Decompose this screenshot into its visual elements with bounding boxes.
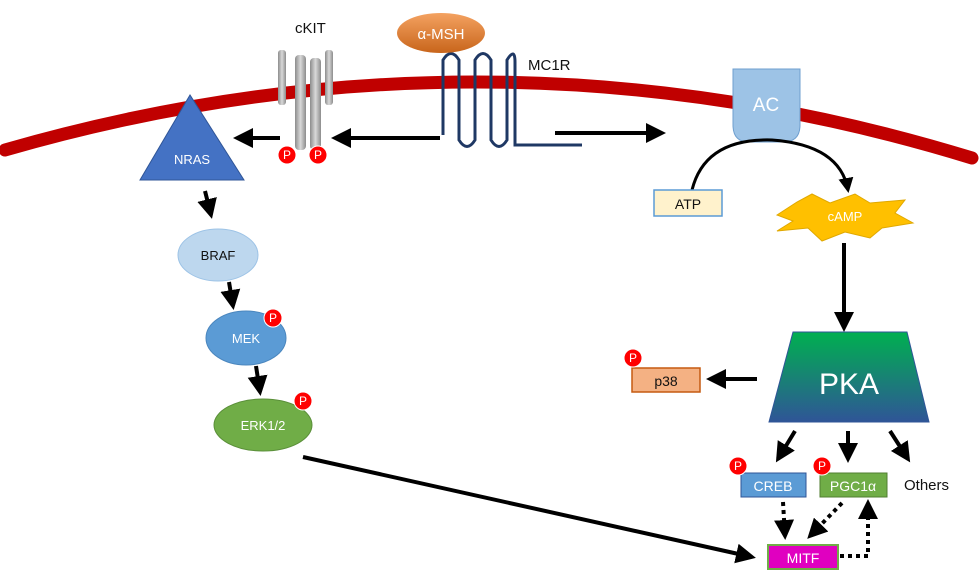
svg-text:BRAF: BRAF — [201, 248, 236, 263]
p38-phospho-badge: P — [623, 348, 643, 368]
svg-text:P: P — [818, 459, 826, 473]
dashed-arrow-creb-to-mitf — [774, 501, 795, 540]
svg-text:ERK1/2: ERK1/2 — [241, 418, 286, 433]
arrow-braf-to-mek — [220, 281, 241, 310]
arrow-mek-to-erk — [247, 365, 268, 396]
atp-node: ATP — [653, 189, 723, 217]
svg-text:P: P — [283, 148, 291, 162]
arrow-nras-to-braf — [197, 190, 217, 219]
mek-node: MEK — [205, 310, 287, 366]
ckit-label: cKIT — [295, 20, 326, 37]
mc1r-label: MC1R — [528, 57, 571, 74]
svg-text:P: P — [314, 148, 322, 162]
creb-phospho-badge: P — [728, 456, 748, 476]
mek-phospho-badge: P — [263, 308, 283, 328]
erk-node: ERK1/2 — [213, 398, 313, 452]
svg-text:PGC1α: PGC1α — [830, 478, 876, 494]
mc1r-receptor — [441, 52, 582, 148]
others-label: Others — [904, 477, 949, 494]
svg-text:PKA: PKA — [819, 368, 879, 401]
svg-text:p38: p38 — [654, 373, 678, 389]
ac-node: AC — [732, 68, 801, 143]
arrow-pka-to-others — [888, 429, 911, 463]
svg-text:α-MSH: α-MSH — [418, 26, 465, 43]
svg-text:P: P — [269, 311, 277, 325]
pka-node: PKA — [768, 331, 930, 423]
svg-text:ATP: ATP — [675, 196, 701, 212]
camp-node: cAMP — [775, 193, 915, 242]
creb-node: CREB — [740, 472, 807, 498]
pgc1a-node: PGC1α — [819, 472, 888, 498]
svg-text:cAMP: cAMP — [828, 209, 863, 224]
p38-node: p38 — [631, 367, 701, 393]
ckit-receptor — [278, 50, 333, 150]
svg-text:AC: AC — [753, 95, 779, 116]
nras-node: NRAS — [139, 94, 245, 181]
braf-node: BRAF — [177, 228, 259, 282]
svg-text:P: P — [629, 351, 637, 365]
arrow-erk-to-mitf — [302, 455, 756, 564]
erk-phospho-badge: P — [293, 391, 313, 411]
arrow-pka-to-creb — [775, 429, 797, 463]
alpha-msh-ligand: α-MSH — [397, 13, 485, 53]
svg-text:NRAS: NRAS — [174, 152, 210, 167]
dashed-arrow-pgc1a-to-mitf — [807, 501, 844, 539]
ckit-phospho-badge-2: P — [308, 145, 328, 165]
svg-text:MEK: MEK — [232, 331, 261, 346]
svg-text:MITF: MITF — [787, 550, 820, 566]
svg-text:P: P — [734, 459, 742, 473]
ckit-phospho-badge-1: P — [277, 145, 297, 165]
pgc1a-phospho-badge: P — [812, 456, 832, 476]
svg-text:P: P — [299, 394, 307, 408]
mitf-node: MITF — [767, 544, 839, 570]
dashed-arrow-mitf-feedback — [840, 499, 878, 558]
arrow-atp-to-camp — [690, 138, 854, 193]
svg-text:CREB: CREB — [754, 478, 793, 494]
cell-membrane — [0, 75, 979, 165]
